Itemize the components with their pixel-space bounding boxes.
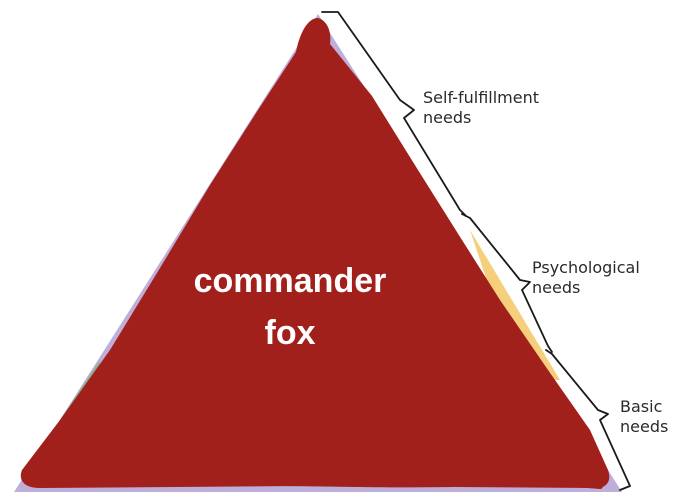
bracket-psychological <box>461 213 553 353</box>
bracket-self-fulfillment <box>321 11 467 217</box>
label-line-1: Self-fulfillment <box>423 88 540 107</box>
label-psychological-needs: Psychological needs <box>532 258 640 298</box>
overlay-line-2: fox <box>264 314 316 352</box>
overlay-caption: commander fox <box>170 255 410 359</box>
pyramid-red-edge-rough <box>27 467 603 489</box>
label-basic-needs: Basic needs <box>620 397 668 437</box>
overlay-line-1: commander <box>193 262 387 300</box>
label-line-1: Psychological <box>532 258 640 277</box>
bracket-basic <box>545 349 631 491</box>
label-self-fulfillment-needs: Self-fulfillment needs <box>423 88 539 128</box>
label-line-1: Basic <box>620 397 663 416</box>
label-line-2: needs <box>620 417 669 436</box>
pyramid-red-scribble <box>20 18 610 488</box>
pyramid-middle-peek <box>470 230 560 380</box>
label-line-2: needs <box>423 108 472 127</box>
label-line-2: needs <box>532 278 581 297</box>
